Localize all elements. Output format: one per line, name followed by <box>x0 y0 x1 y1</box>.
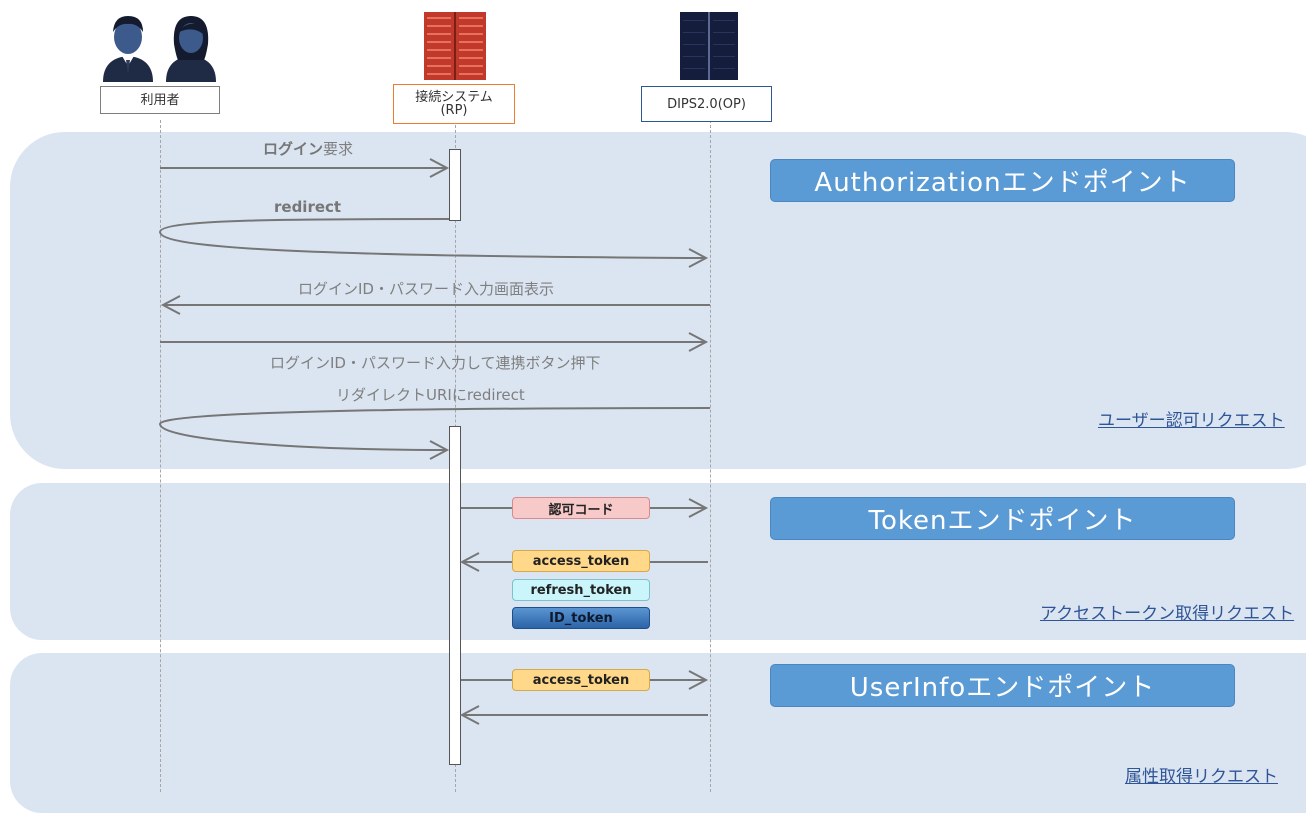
rp-actor-label: 接続システム <box>415 90 493 105</box>
arrow-redirect <box>158 218 706 259</box>
auth-code-token: 認可コード <box>512 497 650 519</box>
login-request-label-rest: 要求 <box>323 140 354 158</box>
login-screen-label: ログインID・パスワード入力画面表示 <box>298 280 554 298</box>
authorization-endpoint-box: Authorizationエンドポイント <box>770 159 1235 202</box>
dark-server-icon <box>680 12 738 80</box>
user-actor-box: 利用者 <box>100 86 220 114</box>
userinfo-endpoint-box: UserInfoエンドポイント <box>770 664 1235 707</box>
redirect-label: redirect <box>274 198 342 216</box>
redirect-uri-label: リダイレクトURIにredirect <box>336 386 525 404</box>
op-lifeline <box>710 120 711 792</box>
male-user-icon <box>103 16 153 82</box>
red-server-icon <box>424 12 486 80</box>
login-submit-label: ログインID・パスワード入力して連携ボタン押下 <box>270 354 601 372</box>
auth-request-phase-label: ユーザー認可リクエスト <box>1098 411 1285 431</box>
refresh-token-badge: refresh_token <box>512 579 650 601</box>
token-endpoint-box: Tokenエンドポイント <box>770 497 1235 540</box>
rp-actor-box: 接続システム (RP) <box>393 84 515 124</box>
access-token-badge: access_token <box>512 550 650 572</box>
userinfo-request-phase-label: 属性取得リクエスト <box>1125 767 1278 787</box>
arrow-redirect-uri <box>158 407 711 451</box>
login-request-label: ログイン要求 <box>263 138 353 159</box>
op-actor-box: DIPS2.0(OP) <box>641 86 772 122</box>
user-lifeline <box>160 120 161 792</box>
rp-activation-bar-1 <box>449 149 461 221</box>
access-token-request-badge: access_token <box>512 669 650 691</box>
rp-activation-bar-2 <box>449 426 461 765</box>
user-actor-label: 利用者 <box>140 92 180 108</box>
token-request-phase-label: アクセストークン取得リクエスト <box>1040 604 1295 624</box>
rp-actor-sublabel: (RP) <box>440 103 468 118</box>
login-request-label-bold: ログイン <box>263 140 324 158</box>
op-actor-label: DIPS2.0(OP) <box>667 96 746 112</box>
id-token-badge: ID_token <box>512 607 650 629</box>
female-user-icon <box>166 16 216 82</box>
